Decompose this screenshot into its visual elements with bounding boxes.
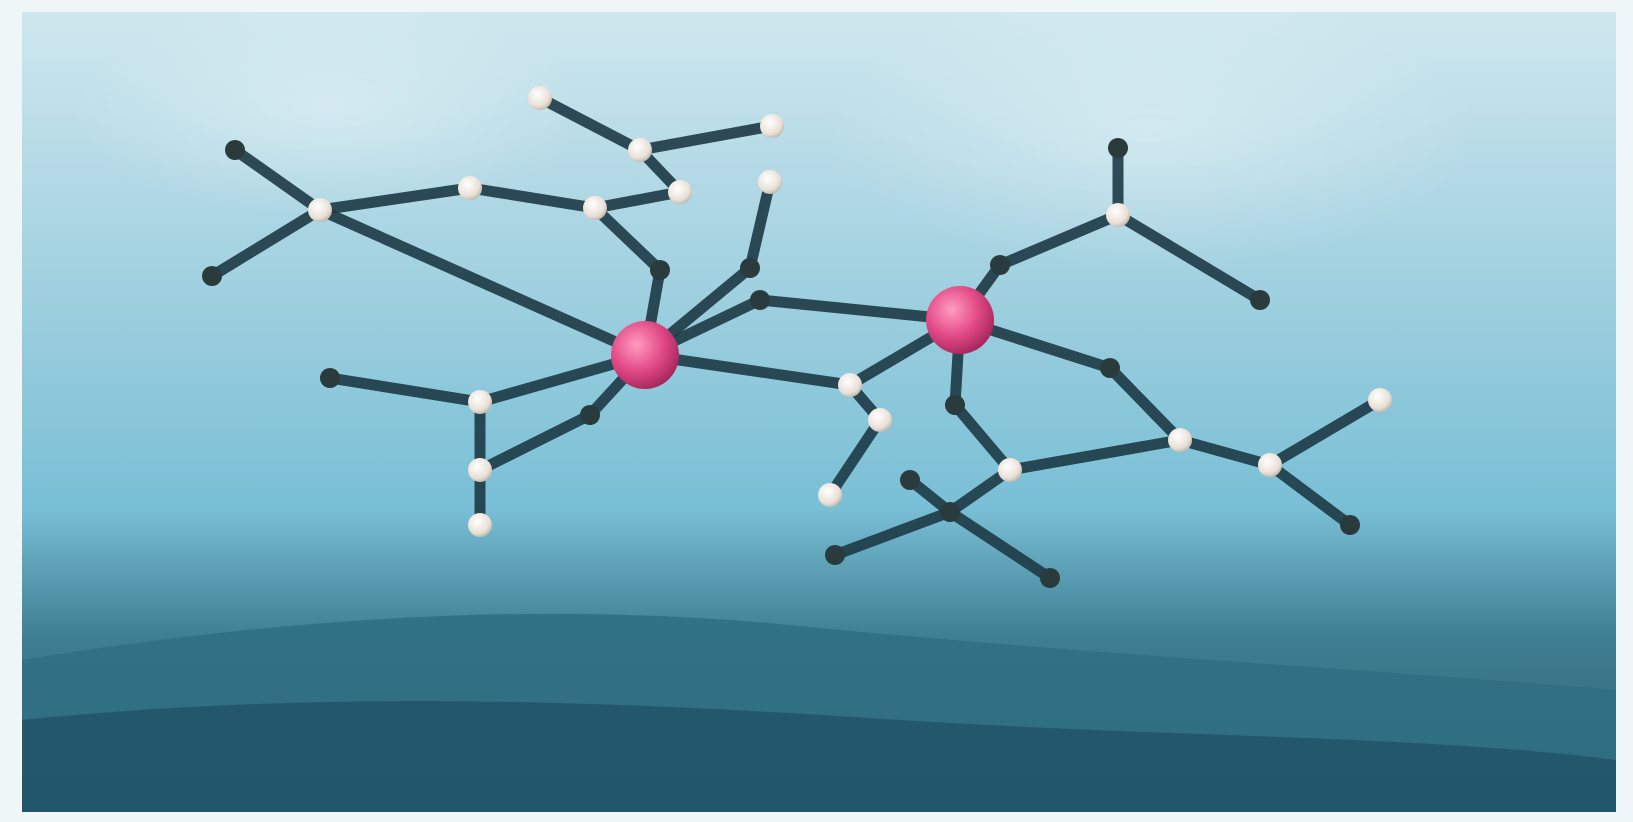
molecule-bond-35 [949,399,1016,476]
dark-atom [650,260,670,280]
cloud-glow [70,0,590,220]
dark-atom [1340,515,1360,535]
molecule-bond-15 [324,372,486,408]
molecule-bond-24 [824,414,886,501]
molecule-bond-8 [589,202,666,276]
light-atom [468,390,492,414]
light-atom [668,180,692,204]
molecule-bond-38 [944,506,1056,584]
light-atom [1168,428,1192,452]
light-atom [758,170,782,194]
light-atom [583,196,607,220]
molecule-bond-31 [1174,434,1276,471]
molecule-bond-1 [534,92,646,156]
light-atom [998,458,1022,482]
molecule-bond-40 [1004,434,1186,476]
dark-atom [1040,568,1060,588]
dark-atom [1100,358,1120,378]
molecule-bond-26 [994,209,1124,271]
molecule-bond-37 [829,506,956,561]
water-wave [22,701,1616,812]
light-atom [468,458,492,482]
light-atom [818,483,842,507]
dark-atom [580,405,600,425]
light-atom [528,86,552,110]
light-atom [458,176,482,200]
molecule-bond-20 [474,409,596,476]
metal-atom [926,286,994,354]
molecule-bond-5 [206,204,326,282]
atom-layer [202,86,1392,588]
molecule-bond-10 [314,204,651,361]
dark-atom [202,266,222,286]
metal-atom [611,321,679,389]
dark-atom [825,545,845,565]
molecule-bond-33 [1264,459,1356,531]
cloud-glow [820,0,1480,270]
molecule-bond-4 [229,144,326,216]
molecule-bond-7 [464,182,601,214]
light-atom [468,513,492,537]
light-atom [1106,203,1130,227]
molecule-bond-28 [1112,209,1266,306]
dark-atom [1250,290,1270,310]
dark-atom [900,470,920,490]
dark-atom [750,290,770,310]
light-atom [628,138,652,162]
light-atom [1258,453,1282,477]
molecule-bond-36 [944,464,1016,518]
light-atom [308,198,332,222]
light-atom [1368,388,1392,412]
light-atom [838,373,862,397]
dark-atom [945,395,965,415]
molecule-bond-32 [1264,394,1386,471]
molecule-bond-2 [634,120,778,156]
dark-atom [740,258,760,278]
molecule-bond-11 [744,176,776,274]
dark-atom [990,255,1010,275]
molecule-bond-30 [1104,362,1186,446]
dark-atom [320,368,340,388]
light-atom [760,114,784,138]
light-atom [868,408,892,432]
molecule-bond-21 [639,349,856,391]
dark-atom [1108,138,1128,158]
molecule-bond-6 [314,182,476,216]
molecule-bond-41 [589,186,686,214]
dark-atom [940,502,960,522]
dark-atom [225,140,245,160]
